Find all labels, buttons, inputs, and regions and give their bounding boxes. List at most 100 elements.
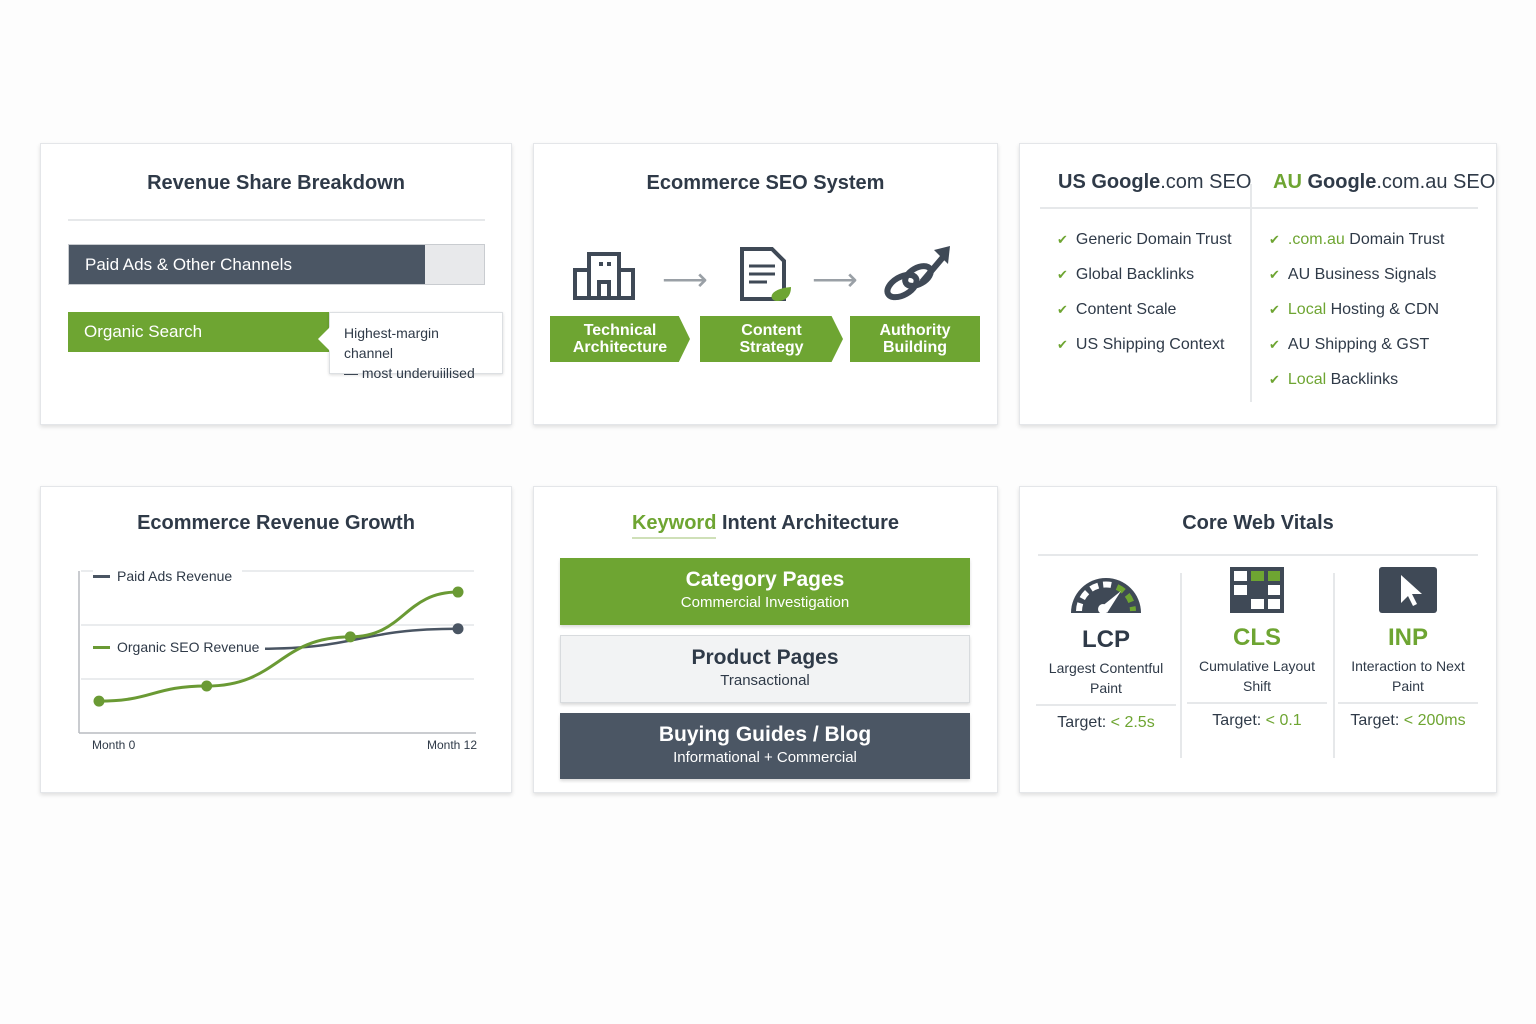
data-point (344, 631, 356, 643)
divider (1180, 573, 1182, 758)
heading-brand: Google (1091, 171, 1161, 193)
title-text: Intent Architecture (716, 512, 900, 534)
target-value: < 200ms (1403, 712, 1466, 729)
list-item: Global Backlinks (1057, 257, 1232, 292)
tier-intent: Transactional (720, 672, 810, 689)
revenue-growth-chart (78, 570, 476, 734)
highlight: .com.au (1287, 230, 1345, 248)
keyword-intent-card: Keyword Intent Architecture Category Pag… (533, 486, 998, 793)
name-line: Paint (1392, 678, 1424, 694)
name-line: Paint (1090, 680, 1122, 696)
speedometer-icon (1071, 578, 1141, 614)
data-point (452, 586, 464, 598)
tier-intent: Informational + Commercial (673, 749, 857, 766)
vital-target: Target: < 2.5s (1036, 704, 1176, 732)
heading-prefix: US (1058, 171, 1086, 193)
us-heading: US Google.com SEO (1058, 171, 1251, 194)
data-point (452, 623, 464, 635)
step-label: Technical (583, 322, 657, 339)
vital-target: Target: < 200ms (1338, 702, 1478, 730)
revenue-growth-card: Ecommerce Revenue Growth Paid Ads Revenu… (40, 486, 512, 793)
step-label: Architecture (572, 339, 668, 356)
list-item: .com.au Domain Trust (1269, 222, 1445, 257)
card-title: Core Web Vitals (1182, 512, 1334, 534)
legend-label: Organic SEO Revenue (117, 639, 260, 655)
target-value: < 0.1 (1265, 712, 1302, 729)
text: AU Business Signals (1287, 265, 1437, 283)
callout-line: — most underuiilised (344, 365, 475, 381)
card-title: Revenue Share Breakdown (147, 172, 405, 194)
vital-target: Target: < 0.1 (1187, 702, 1327, 730)
list-item: Local Backlinks (1269, 362, 1444, 397)
step-label: Building (883, 339, 947, 356)
name-line: Interaction to Next (1351, 658, 1465, 674)
chart-title: Ecommerce Revenue Growth (137, 512, 415, 534)
target-label: Target: (1057, 714, 1107, 731)
au-heading: AU Google.com.au SEO (1273, 171, 1495, 194)
heading-prefix: AU (1273, 171, 1302, 193)
text: AU Shipping & GST (1287, 335, 1430, 353)
divider (1038, 554, 1478, 556)
target-label: Target: (1350, 712, 1400, 729)
target-value: < 2.5s (1110, 714, 1155, 731)
column-divider (1250, 184, 1252, 402)
tier-intent: Commercial Investigation (680, 594, 850, 611)
series-line (260, 627, 459, 651)
link-arrow-icon (884, 246, 950, 301)
legend-swatch (93, 645, 110, 649)
highlight: Local (1287, 300, 1327, 318)
cursor-click-icon (1379, 567, 1437, 613)
step-label: Content (741, 322, 802, 339)
building-icon (573, 252, 635, 300)
callout-tooltip: Highest-margin channel — most underuiili… (318, 312, 503, 381)
arrow-icon: ⟶ (662, 261, 708, 297)
list-item: AU Business Signals (1269, 257, 1444, 292)
callout-line: Highest-margin channel (344, 325, 439, 361)
divider (1040, 207, 1478, 209)
list-item: Generic Domain Trust (1057, 222, 1232, 257)
list-item: US Shipping Context (1057, 327, 1232, 362)
text: Hosting & CDN (1326, 300, 1440, 318)
title-highlight: Keyword (631, 512, 717, 539)
text: Domain Trust (1344, 230, 1445, 248)
series-line (98, 590, 459, 703)
name-line: Shift (1242, 678, 1271, 694)
list-item: Local Hosting & CDN (1269, 292, 1444, 327)
data-point (93, 695, 105, 707)
card-title: Ecommerce SEO System (646, 172, 885, 194)
us-vs-au-card: US Google.com SEO AU Google.com.au SEO G… (1019, 143, 1497, 425)
name-line: Cumulative Layout (1199, 658, 1315, 674)
tier-name: Product Pages (691, 646, 839, 669)
legend-label: Paid Ads Revenue (117, 568, 233, 584)
document-leaf-icon (740, 247, 791, 301)
arrow-icon: ⟶ (812, 261, 858, 297)
list-item: Content Scale (1057, 292, 1232, 327)
text: Backlinks (1326, 370, 1399, 388)
name-line: Largest Contentful (1048, 660, 1164, 676)
legend-paid-ads: Paid Ads Revenue (93, 568, 243, 584)
tier-name: Category Pages (685, 568, 845, 591)
x-tick-label: Month 12 (427, 738, 478, 752)
layout-grid-icon (1230, 567, 1284, 613)
data-point (201, 680, 213, 692)
list-item: AU Shipping & GST (1269, 327, 1444, 362)
paid-ads-bar: Paid Ads & Other Channels (68, 244, 485, 285)
organic-search-bar: Organic Search (68, 312, 332, 352)
us-factor-list: Generic Domain Trust Global Backlinks Co… (1057, 222, 1232, 362)
x-tick-label: Month 0 (92, 738, 136, 752)
target-label: Target: (1212, 712, 1262, 729)
heading-brand: Google (1307, 171, 1377, 193)
